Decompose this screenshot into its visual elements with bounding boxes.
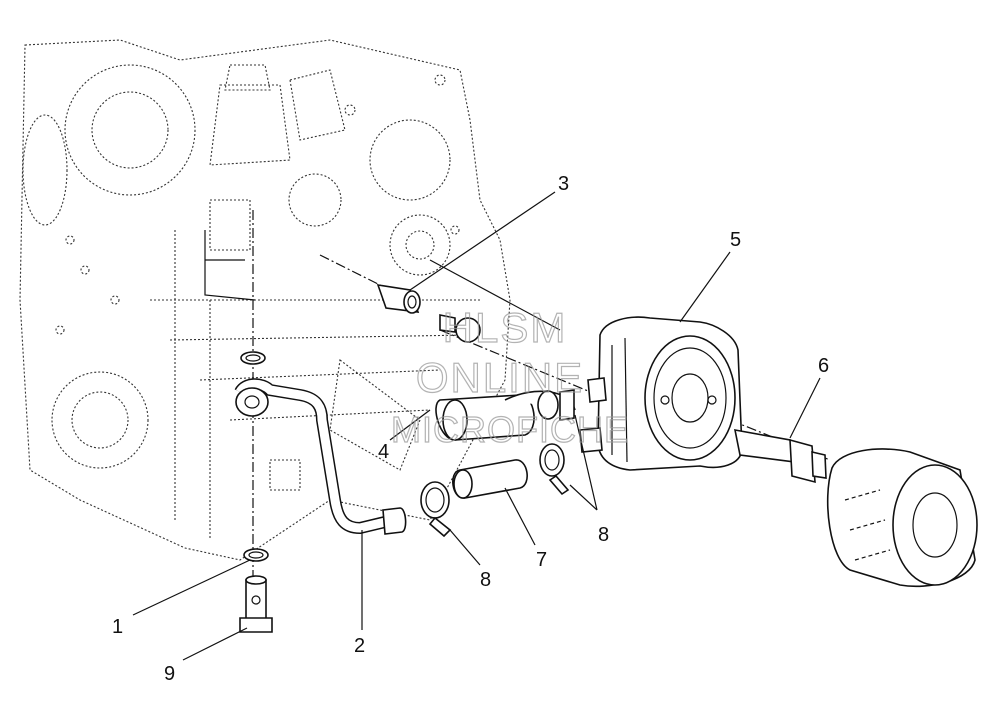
oil-filter xyxy=(826,448,978,588)
seal-washer-upper xyxy=(240,351,266,365)
callout-4: 4 xyxy=(378,441,389,463)
callout-3: 3 xyxy=(558,173,569,195)
callout-8-clamp-right: 8 xyxy=(598,524,609,546)
callout-9: 9 xyxy=(164,663,175,685)
watermark-line-3: MICROFICHE xyxy=(391,409,629,450)
callout-8-clamp-left: 8 xyxy=(480,569,491,591)
leader-lines xyxy=(132,191,821,661)
adapter-fitting xyxy=(376,284,481,343)
straight-hose xyxy=(452,459,528,499)
hose-clamp-right xyxy=(539,443,570,496)
oil-pipe xyxy=(234,378,407,535)
callout-6: 6 xyxy=(818,355,829,377)
threaded-nipple xyxy=(733,429,827,484)
watermark-line-1: HLSM xyxy=(443,304,568,351)
callout-5: 5 xyxy=(730,229,741,251)
callout-2: 2 xyxy=(354,635,365,657)
watermark-line-2: ONLINE xyxy=(416,354,584,401)
engine-block xyxy=(19,39,511,561)
watermark: HLSM ONLINE MICROFICHE xyxy=(390,303,629,450)
callout-1: 1 xyxy=(112,616,123,638)
banjo-bolt xyxy=(239,575,273,633)
hose-clamp-left xyxy=(420,481,452,538)
oil-cooler xyxy=(579,316,743,471)
seal-washer-lower xyxy=(243,548,269,562)
callout-7: 7 xyxy=(536,549,547,571)
hose-clamp-upper xyxy=(537,389,575,421)
